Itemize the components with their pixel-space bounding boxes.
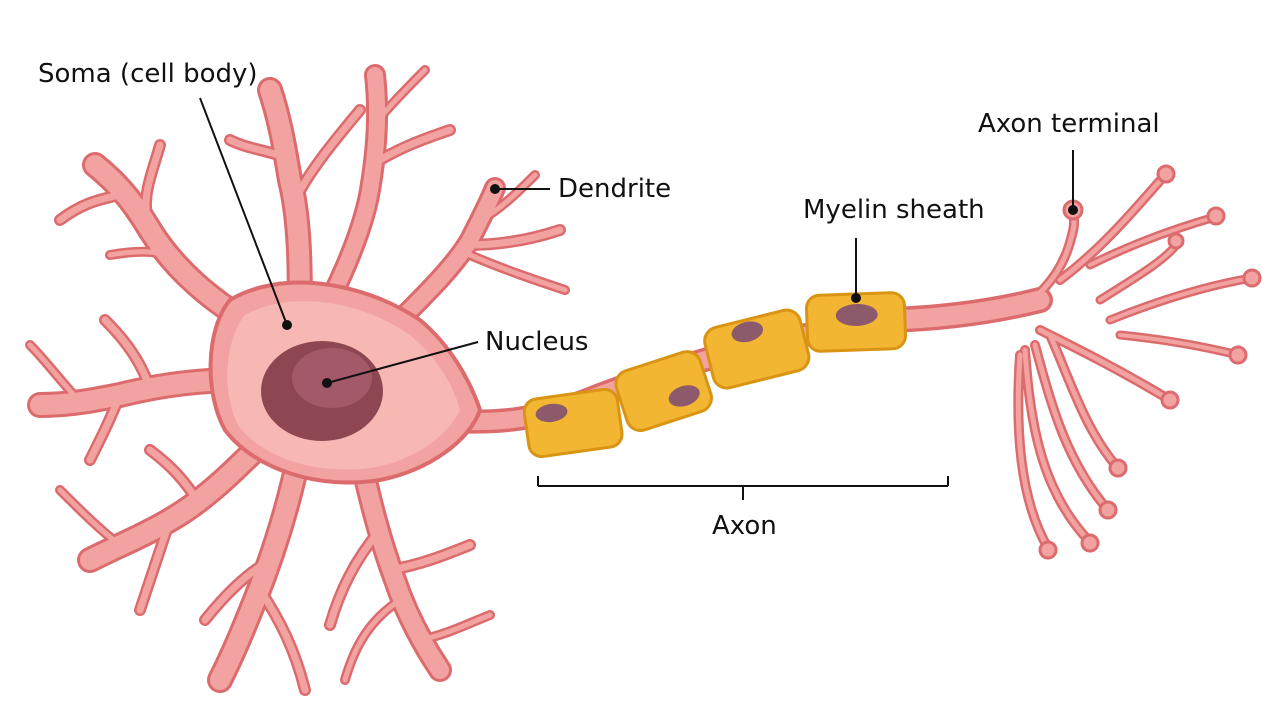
nucleus — [261, 341, 383, 441]
axon-label: Axon — [712, 511, 777, 541]
terminal-leader-dot — [1068, 205, 1078, 215]
myelin-sheath-label: Myelin sheath — [803, 195, 985, 225]
terminal-bulb — [1167, 232, 1185, 250]
terminal-bulb — [1038, 540, 1058, 560]
soma-label: Soma (cell body) — [38, 59, 258, 89]
myelin-sheath — [522, 291, 908, 459]
terminal-bulb — [1080, 533, 1100, 553]
terminal-bulb — [1156, 164, 1176, 184]
axon-terminal-branches — [877, 170, 1257, 553]
terminal-bulb — [1160, 390, 1180, 410]
nucleus-label: Nucleus — [485, 327, 589, 357]
myelin-segment-2 — [614, 350, 713, 432]
soma-leader-line — [199, 97, 288, 326]
leader-lines — [199, 97, 1078, 388]
axon-bracket — [537, 476, 949, 500]
dendrite-leader-dot — [490, 184, 500, 194]
dendrite-label: Dendrite — [558, 174, 672, 204]
nucleus-leader-dot — [322, 378, 332, 388]
terminal-bulb — [1206, 206, 1226, 226]
terminal-bulb — [1108, 458, 1128, 478]
myelin-segment-1 — [522, 387, 624, 459]
axon-terminal-label: Axon terminal — [978, 109, 1160, 139]
terminal-bulb — [1098, 500, 1118, 520]
terminal-bulb — [1228, 345, 1248, 365]
dendrites — [25, 64, 570, 696]
myelin-segment-3 — [703, 308, 811, 390]
soma-leader-dot — [282, 320, 292, 330]
myelin-leader-dot — [851, 293, 861, 303]
terminal-bulb — [1242, 268, 1262, 288]
nucleus-leader-line — [326, 341, 479, 384]
